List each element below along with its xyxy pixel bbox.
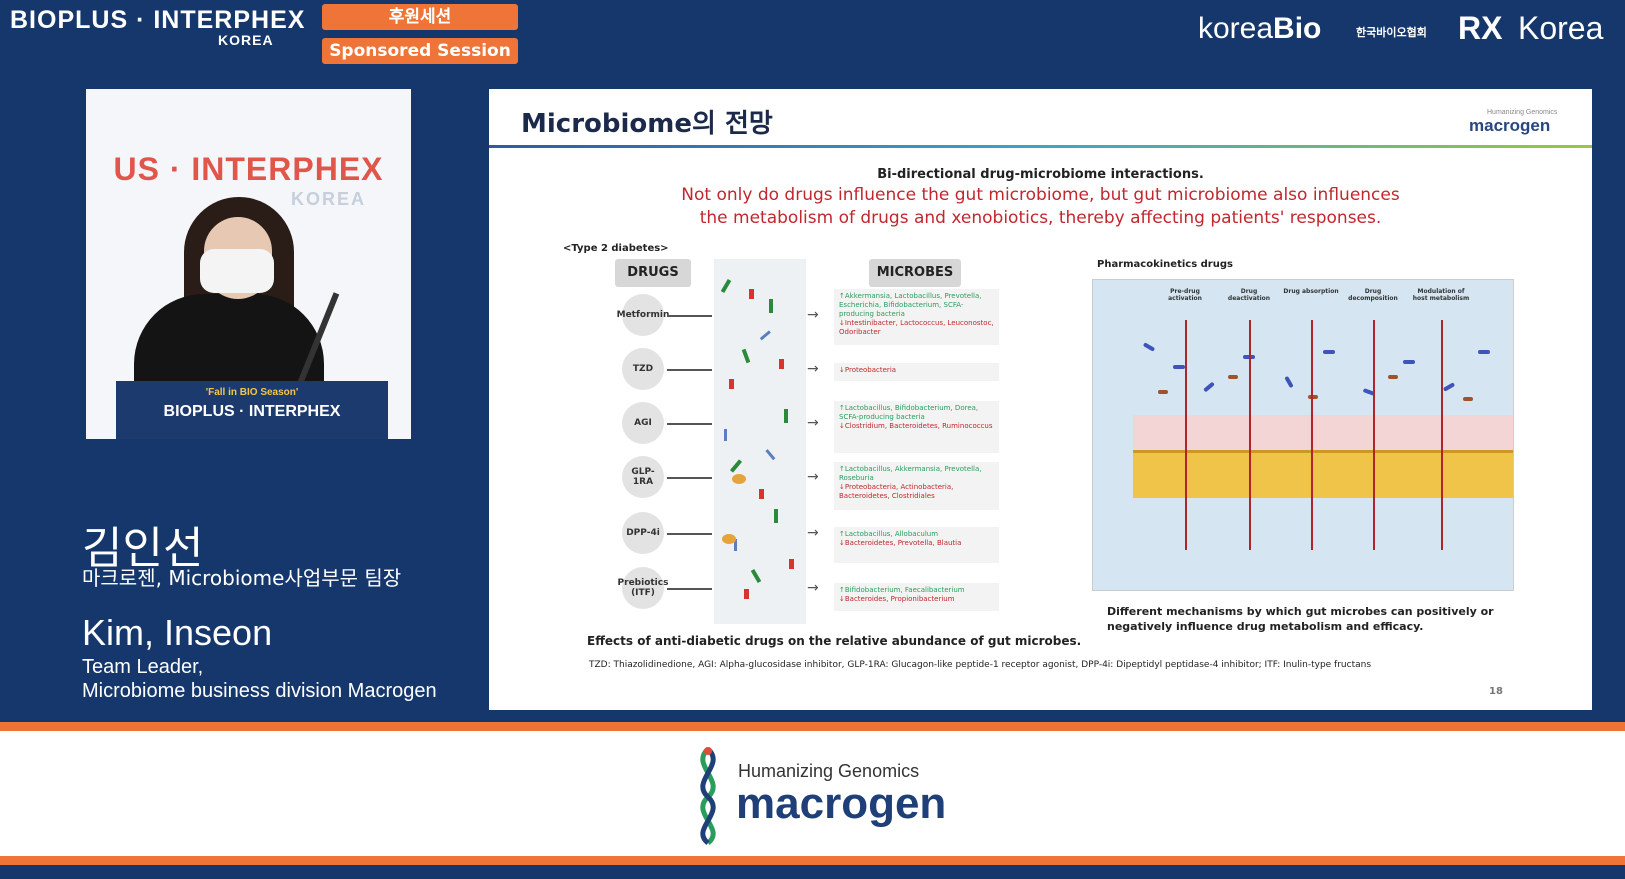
pk-microbes	[1143, 343, 1490, 401]
microbe-decrease: ↓Proteobacteria, Actinobacteria, Bactero…	[839, 483, 954, 500]
speaker-video: US · INTERPHEX KOREA 'Fall in BIO Season…	[86, 89, 411, 439]
microbe-increase: ↑Lactobacillus, Akkermansia, Prevotella,…	[839, 465, 982, 482]
slide-footnote: TZD: Thiazolidinedione, AGI: Alpha-gluco…	[589, 660, 1372, 670]
microbe-illustration	[720, 278, 794, 599]
drug-prebiotics: Prebiotics (ITF)	[618, 567, 668, 609]
presentation-slide: Microbiome의 전망 Humanizing Genomics macro…	[489, 89, 1592, 710]
arrow-right-icon: →	[807, 469, 819, 485]
speaker-role-korean: 마크로젠, Microbiome사업부문 팀장	[82, 566, 402, 590]
event-logo: BIOPLUS · INTERPHEX	[10, 6, 306, 34]
drugs-header: DRUGS	[615, 259, 691, 287]
slide-heading: Bi-directional drug-microbiome interacti…	[877, 167, 1204, 182]
sponsored-badge-korean: 후원세션	[322, 4, 518, 30]
microbe-decrease: ↓Bacteroidetes, Prevotella, Blautia	[839, 539, 962, 547]
right-figure-caption-line-1: Different mechanisms by which gut microb…	[1107, 605, 1494, 618]
sponsor-banner: Humanizing Genomics macrogen	[0, 731, 1625, 856]
rx-logo: RX	[1458, 10, 1503, 46]
connector-line	[667, 423, 712, 425]
microbes-header: MICROBES	[869, 259, 961, 287]
microbe-increase: ↑Lactobacillus, Allobaculum	[839, 530, 939, 538]
connector-line	[667, 588, 712, 590]
arrow-right-icon: →	[807, 580, 819, 596]
pk-arrow	[1249, 320, 1251, 550]
rx-korea-logo-text: Korea	[1518, 10, 1604, 46]
microbe-effect: ↓Proteobacteria	[834, 363, 999, 381]
sponsor-name: macrogen	[736, 779, 947, 828]
banner-bottom-stripe	[0, 856, 1625, 865]
connector-line	[667, 533, 712, 535]
video-backdrop-sub: KOREA	[291, 189, 367, 209]
slide-logo-text: macrogen	[1469, 116, 1551, 135]
pk-arrow	[1441, 320, 1443, 550]
speaker-mask	[200, 249, 274, 293]
pk-epithelium-layer	[1133, 450, 1513, 498]
drug-agi: AGI	[622, 402, 664, 444]
slide-company-logo: Humanizing Genomics macrogen	[1469, 109, 1557, 136]
pk-column-label: Drug deactivation	[1227, 288, 1271, 302]
speaker-role-english-line-1: Team Leader,	[82, 656, 204, 678]
pk-column-label: Drug decomposition	[1348, 288, 1398, 302]
microbe-effect: ↑Lactobacillus, Bifidobacterium, Dorea, …	[834, 401, 999, 453]
arrow-right-icon: →	[807, 415, 819, 431]
microbe-decrease: ↓Bacteroides, Propionibacterium	[839, 595, 955, 603]
pharmacokinetics-diagram: Pre-drug activation Drug deactivation Dr…	[1092, 279, 1514, 591]
pk-column-label: Modulation of host metabolism	[1412, 288, 1470, 302]
pk-column-label: Drug absorption	[1283, 288, 1339, 295]
slide-title-rule	[489, 145, 1592, 148]
microbe-effect: ↑Lactobacillus, Akkermansia, Prevotella,…	[834, 462, 999, 510]
arrow-right-icon: →	[807, 307, 819, 323]
pk-column-label: Pre-drug activation	[1168, 288, 1202, 302]
slide-highlight-line-2: the metabolism of drugs and xenobiotics,…	[699, 208, 1382, 228]
microbe-increase: ↑Akkermansia, Lactobacillus, Prevotella,…	[839, 292, 982, 318]
speaker-name-korean: 김인선	[82, 523, 204, 574]
podium-tag: 'Fall in BIO Season'	[205, 387, 299, 398]
microbe-decrease: ↓Intestinibacter, Lactococcus, Leuconost…	[839, 319, 994, 336]
microbe-effect: ↑Akkermansia, Lactobacillus, Prevotella,…	[834, 289, 999, 345]
banner-top-stripe	[0, 722, 1625, 731]
microbe-decrease: ↓Proteobacteria	[839, 366, 897, 374]
sponsor-tagline: Humanizing Genomics	[738, 761, 920, 781]
koreabio-logo: koreaBio	[1198, 12, 1321, 46]
slide-title: Microbiome의 전망	[521, 109, 773, 139]
speaker-name-english: Kim, Inseon	[82, 612, 273, 653]
pharmacokinetics-title: Pharmacokinetics drugs	[1097, 259, 1233, 270]
connector-line	[667, 477, 712, 479]
pk-mucus-layer	[1133, 415, 1513, 450]
microbe-effect: ↑Lactobacillus, Allobaculum↓Bacteroidete…	[834, 527, 999, 563]
drug-dpp4i: DPP-4i	[622, 512, 664, 554]
pk-arrow	[1373, 320, 1375, 550]
right-figure-caption-line-2: negatively influence drug metabolism and…	[1107, 620, 1424, 633]
microbe-illustration-strip	[714, 259, 806, 624]
dna-helix-icon	[700, 747, 716, 845]
microbe-decrease: ↓Clostridium, Bacteroidetes, Ruminococcu…	[839, 422, 993, 430]
microbe-effect: ↑Bifidobacterium, Faecalibacterium↓Bacte…	[834, 583, 999, 611]
pk-arrow	[1311, 320, 1313, 550]
connector-line	[667, 315, 712, 317]
slide-logo-tagline: Humanizing Genomics	[1487, 109, 1558, 116]
sponsored-badge-english: Sponsored Session	[322, 38, 518, 64]
podium-brand: BIOPLUS · INTERPHEX	[163, 403, 341, 420]
podium: 'Fall in BIO Season' BIOPLUS · INTERPHEX	[116, 381, 388, 439]
connector-line	[667, 369, 712, 371]
left-figure-caption: Effects of anti-diabetic drugs on the re…	[587, 634, 1082, 648]
koreabio-logo-korean: 한국바이오협회	[1356, 26, 1427, 39]
arrow-right-icon: →	[807, 361, 819, 377]
arrow-right-icon: →	[807, 525, 819, 541]
diagram-type-label: <Type 2 diabetes>	[563, 243, 669, 254]
speaker-role-english-line-2: Microbiome business division Macrogen	[82, 680, 437, 702]
video-backdrop-brand: US · INTERPHEX	[113, 151, 384, 187]
slide-page-number: 18	[1489, 686, 1503, 697]
pk-arrow	[1185, 320, 1187, 550]
drug-metformin: Metformin	[617, 294, 669, 336]
event-logo-sub: KOREA	[218, 32, 274, 48]
slide-highlight-line-1: Not only do drugs influence the gut micr…	[681, 185, 1400, 205]
koreabio-logo-light: korea	[1198, 12, 1274, 45]
drug-glp1ra: GLP-1RA	[622, 456, 664, 498]
microbe-increase: ↑Lactobacillus, Bifidobacterium, Dorea, …	[839, 404, 979, 421]
koreabio-logo-bold: Bio	[1273, 12, 1322, 45]
microbe-increase: ↑Bifidobacterium, Faecalibacterium	[839, 586, 965, 594]
drug-tzd: TZD	[622, 348, 664, 390]
